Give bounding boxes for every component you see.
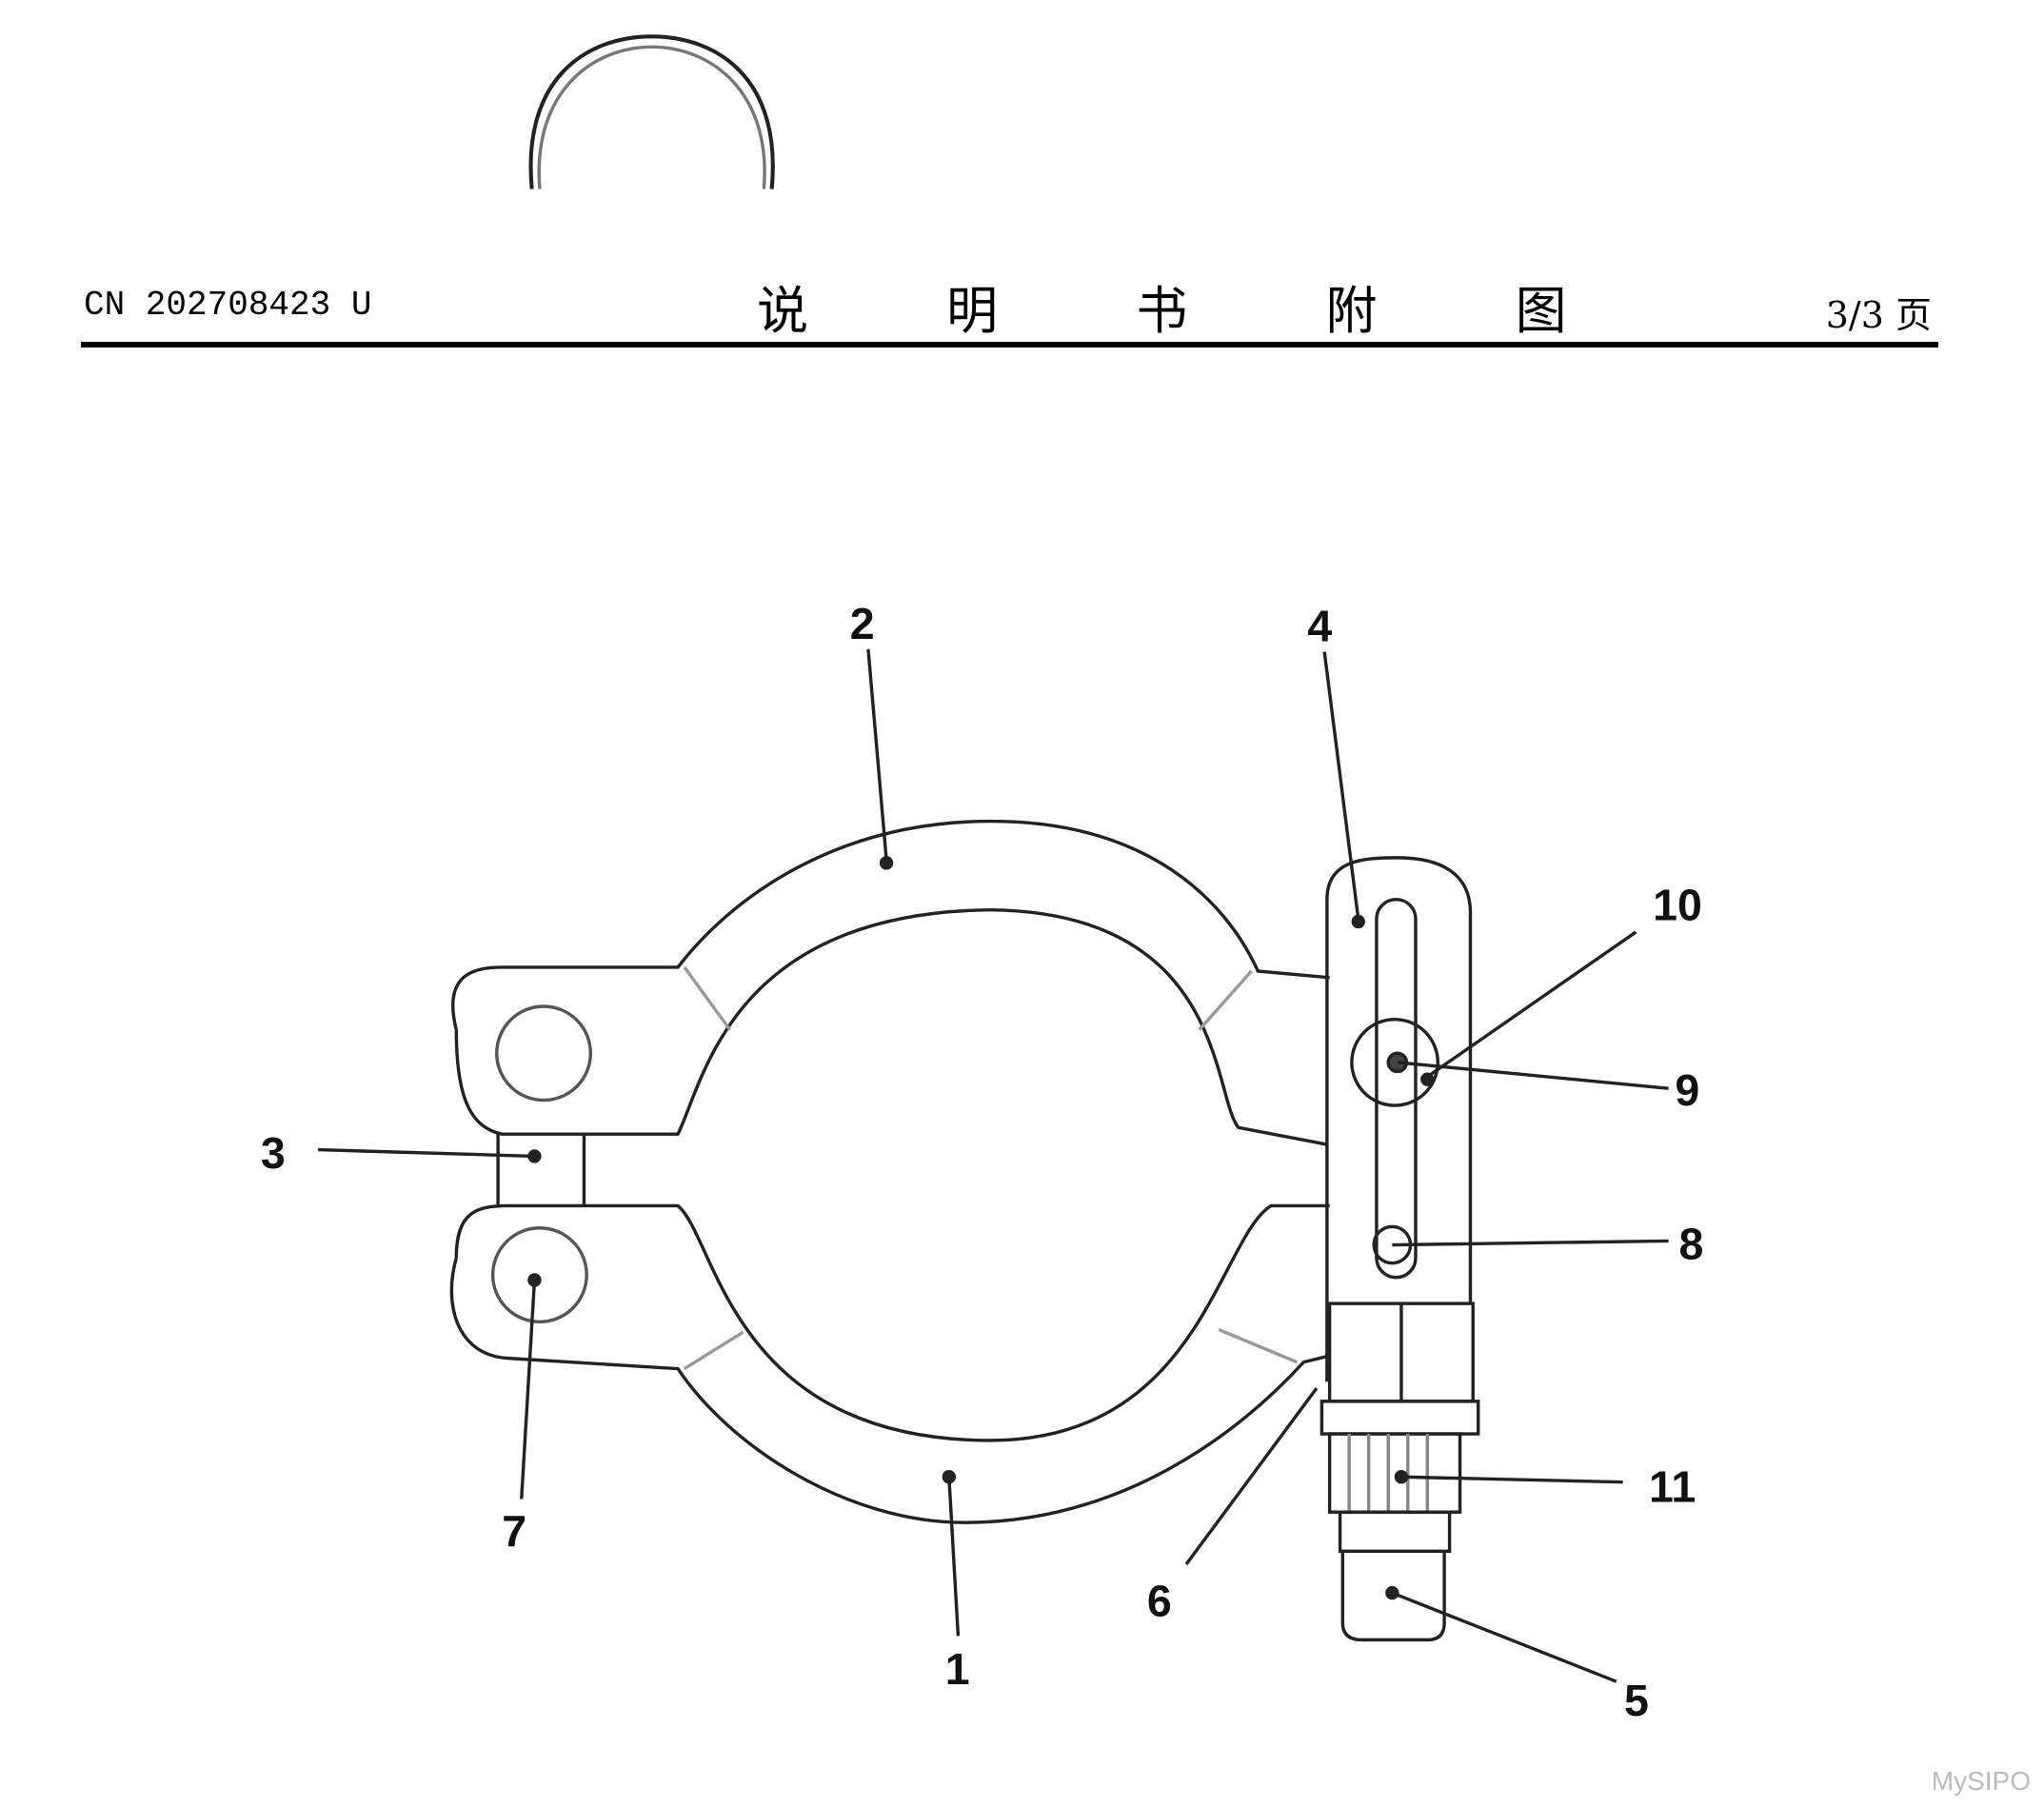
previous-figure-fragment bbox=[528, 34, 775, 189]
label-9: 9 bbox=[1675, 1065, 1699, 1115]
watermark: MySIPO bbox=[1931, 1766, 2031, 1796]
hinge bbox=[490, 1004, 593, 1324]
leader-lines bbox=[318, 648, 1669, 1683]
page-number: 3/3 页 bbox=[1825, 294, 1932, 336]
document-number: CN 202708423 U bbox=[84, 286, 372, 325]
lower-clamp-half bbox=[449, 1203, 1331, 1524]
label-4: 4 bbox=[1307, 602, 1332, 651]
label-3: 3 bbox=[261, 1128, 286, 1178]
label-6: 6 bbox=[1147, 1577, 1172, 1626]
label-2: 2 bbox=[850, 599, 875, 648]
label-8: 8 bbox=[1679, 1220, 1704, 1269]
label-11: 11 bbox=[1649, 1461, 1696, 1511]
label-5: 5 bbox=[1624, 1676, 1649, 1725]
label-10: 10 bbox=[1653, 881, 1702, 930]
header-rule bbox=[81, 342, 1938, 348]
label-7: 7 bbox=[502, 1506, 526, 1556]
upper-clamp-half bbox=[450, 819, 1330, 1146]
label-1: 1 bbox=[945, 1644, 970, 1694]
latch-assembly bbox=[1320, 856, 1480, 1642]
page-title: 说 明 书 附 图 bbox=[757, 281, 1628, 341]
